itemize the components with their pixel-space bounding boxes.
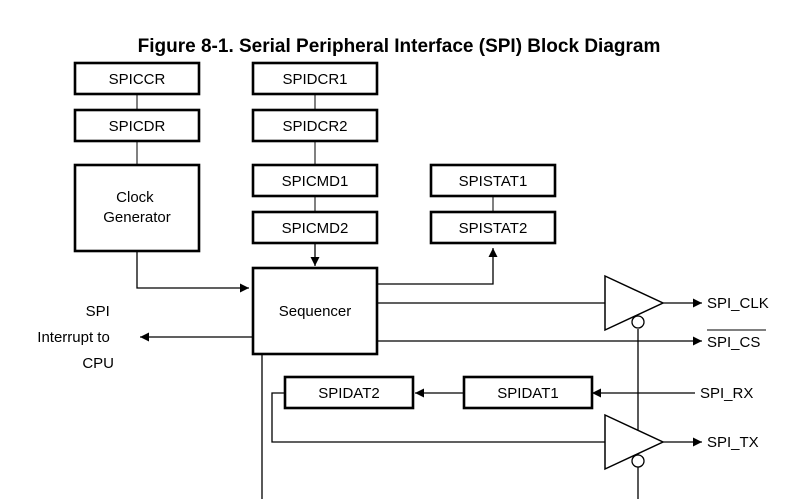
figure-title: Figure 8-1. Serial Peripheral Interface … [138,36,661,57]
spi-rx-label: SPI_RX [700,385,753,402]
spidat2-register [283,375,415,410]
spistat1-register [429,163,557,198]
spidcr2-label: SPIDCR2 [282,118,347,135]
interrupt-line-3: CPU [82,355,114,372]
spi-cs-label: SPI_CS [707,334,760,351]
clock-generator-block [73,163,201,253]
spi-tx-label: SPI_TX [707,434,759,451]
spicmd2-label: SPICMD2 [282,220,349,237]
sequencer-label: Sequencer [279,303,352,320]
clock-generator-label: Clock Generator [103,189,171,226]
clock-generator-line-1: Clock [116,189,154,206]
spicmd1-label: SPICMD1 [282,173,349,190]
spistat1-label: SPISTAT1 [459,173,528,190]
spiccr-register [73,61,201,96]
sequencer-block [251,266,379,356]
spi-tx-enable-bubble [631,454,645,468]
spicdr-register [73,108,201,143]
spi-tx-tristate-buffer [604,413,665,471]
spiccr-label: SPICCR [109,71,166,88]
wire-clock-to-sequencer [136,251,249,293]
spidat2-label: SPIDAT2 [318,385,379,402]
spicmd1-register [251,163,379,198]
spidcr1-label: SPIDCR1 [282,71,347,88]
spicmd2-register [251,210,379,245]
wire-spidat2-to-tx-buffer [271,392,605,443]
spistat2-label: SPISTAT2 [459,220,528,237]
spidat1-register [462,375,594,410]
spidat1-label: SPIDAT1 [497,385,558,402]
spi-clk-label: SPI_CLK [707,295,769,312]
spi-clk-tristate-buffer [604,274,665,332]
wire-sequencer-to-spistat [377,248,498,285]
interrupt-label: SPI Interrupt to CPU [37,303,114,372]
clock-generator-line-2: Generator [103,209,171,226]
interrupt-line-2: Interrupt to [37,329,110,346]
spidcr2-register [251,108,379,143]
spi-clk-enable-bubble [631,315,645,329]
interrupt-line-1: SPI [86,303,110,320]
spidcr1-register [251,61,379,96]
spicdr-label: SPICDR [109,118,166,135]
spistat2-register [429,210,557,245]
